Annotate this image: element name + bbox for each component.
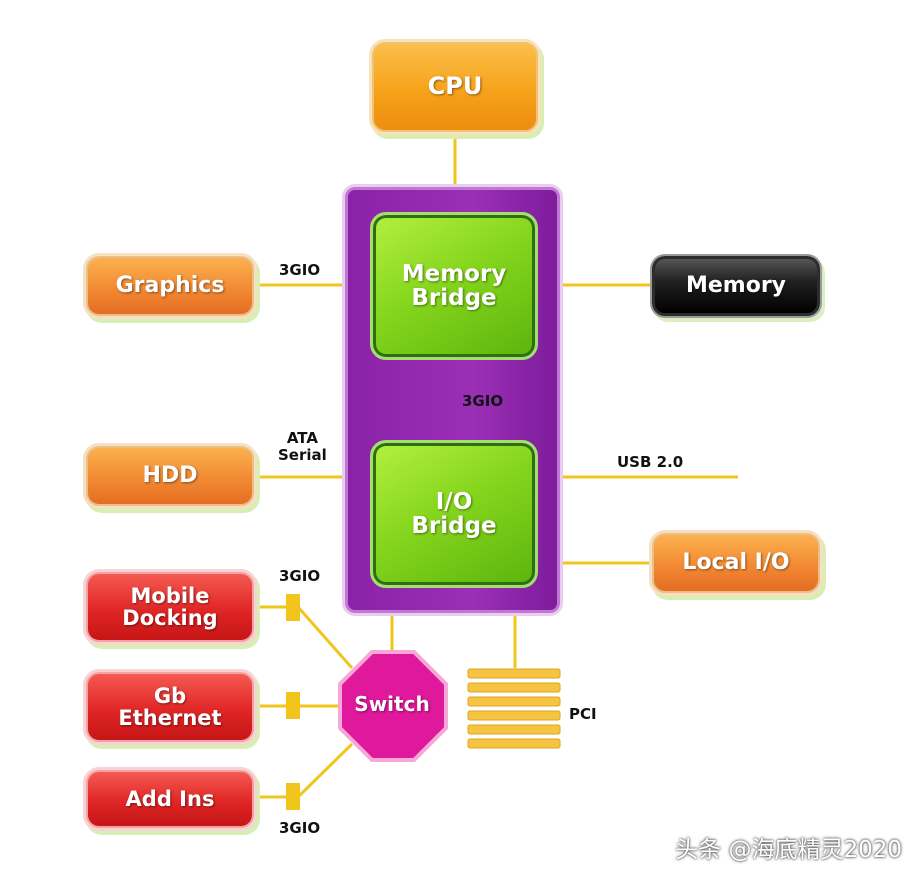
mobile-docking-label-line2: Docking [122,606,218,630]
memory-bridge-label-line1: Memory [401,260,507,287]
local-io-label: Local I/O [682,550,790,576]
switch-label: Switch [354,692,430,716]
cpu-label: CPU [427,72,483,101]
gb-ethernet-label-line1: Gb [153,683,187,708]
pci-label: PCI [569,705,597,723]
pci-slot [467,738,561,749]
gb-ethernet-label-line2: Ethernet [118,706,222,730]
memory-label: Memory [685,273,787,299]
graphics-label: Graphics [115,273,225,299]
bridge-link-label: 3GIO [462,392,504,410]
hdd-link-label-line2: Serial [278,446,327,465]
cpu-node: CPU [372,42,538,132]
watermark-text: 头条 @海底精灵2020 [675,837,902,863]
pci-slot [467,668,561,679]
hdd-link-label-line1: ATA [286,429,318,447]
hdd-link-label: ATA Serial [278,429,327,465]
pci-slot [467,724,561,735]
gb-ethernet-connector [286,692,300,719]
mobile-link-label: 3GIO [279,567,321,585]
memory-bridge-label-line2: Bridge [411,285,497,311]
memory-node: Memory [652,256,820,316]
hdd-label: HDD [142,463,198,489]
addins-link-label: 3GIO [279,819,321,837]
io-bridge-node: I/O Bridge [370,440,538,588]
local-io-node: Local I/O [652,533,820,593]
io-bridge-label-line1: I/O [435,488,473,515]
add-ins-label: Add Ins [125,786,215,811]
gb-ethernet-node: Gb Ethernet [86,672,254,742]
mobile-docking-connector [286,594,300,621]
add-ins-node: Add Ins [86,770,254,828]
mobile-docking-switch-link [296,606,354,669]
mobile-docking-label-line1: Mobile [130,583,210,608]
pci-slots [467,668,561,749]
memory-bridge-node: Memory Bridge [370,212,538,360]
usb-label: USB 2.0 [617,453,684,471]
mobile-docking-node: Mobile Docking [86,572,254,642]
graphics-link-label: 3GIO [279,261,321,279]
pci-slot [467,696,561,707]
pci-slot [467,682,561,693]
add-ins-connector [286,783,300,810]
switch-hub [338,650,448,762]
add-ins-switch-link [296,742,354,799]
graphics-node: Graphics [86,256,254,316]
io-bridge-label-line2: Bridge [411,513,497,539]
hdd-node: HDD [86,446,254,506]
pci-slot [467,710,561,721]
